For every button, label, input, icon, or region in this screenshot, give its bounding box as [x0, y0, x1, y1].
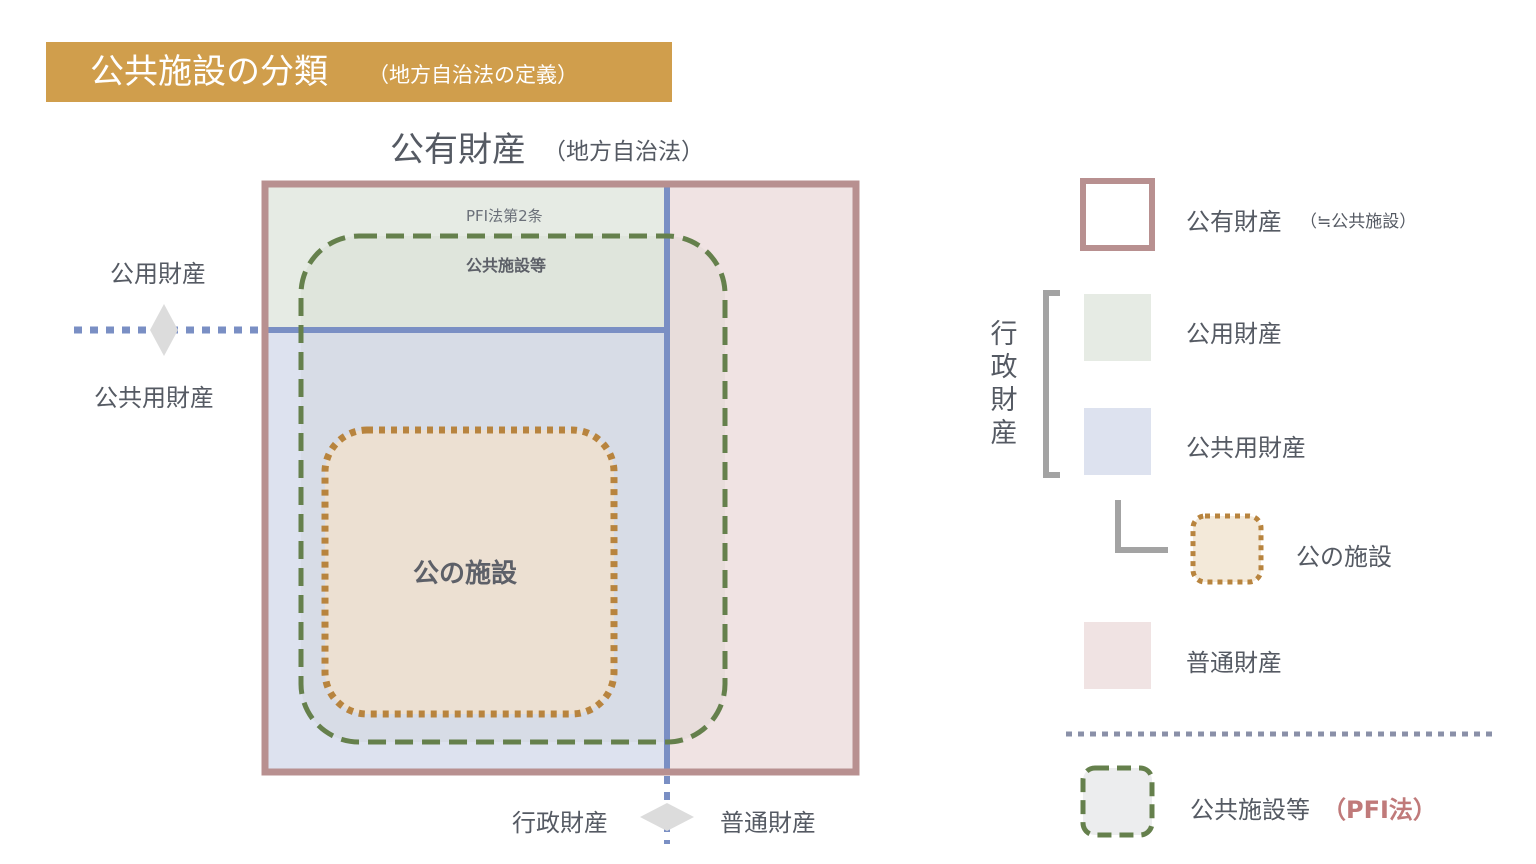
legend-general-property-label: 普通財産 [1186, 649, 1282, 677]
legend-public-property-note: （≒公共施設） [1300, 212, 1417, 232]
page-subtitle: （地方自治法の定義） [368, 63, 578, 87]
legend-connector [1115, 500, 1168, 553]
public-institution-area [321, 426, 618, 718]
legend-administrative-group-label: 行政財産 [990, 319, 1018, 449]
bottom-diamond-marker [640, 803, 694, 831]
public-facilities-label: 公共施設等 [466, 256, 547, 275]
bottom-administrative-label: 行政財産 [512, 809, 608, 837]
legend-public-institution-label: 公の施設 [1296, 543, 1392, 571]
legend-pfi-facilities-swatch [1080, 765, 1155, 838]
legend-pfi-law-label: （PFI法） [1322, 796, 1437, 824]
left-public-use-label: 公共用財産 [94, 384, 214, 412]
public-institution-label: 公の施設 [413, 559, 518, 589]
pfi-article-label: PFI法第2条 [466, 207, 543, 225]
legend-public-use-label: 公共用財産 [1186, 434, 1306, 462]
legend-official-use-swatch [1084, 294, 1151, 361]
legend-public-use-swatch [1084, 408, 1151, 475]
legend-public-institution-swatch [1190, 513, 1264, 585]
left-diamond-marker [150, 304, 178, 356]
official-use-region [265, 184, 667, 330]
public-facilities-outline [298, 233, 728, 745]
legend-general-property-swatch [1084, 622, 1151, 689]
page-title: 公共施設の分類 [90, 52, 328, 92]
general-property-region [667, 184, 856, 772]
public-property-border [261, 180, 860, 776]
diagram-heading: 公有財産 [390, 130, 526, 170]
legend-public-property-label: 公有財産 [1186, 208, 1282, 236]
bottom-general-label: 普通財産 [720, 809, 816, 837]
legend-official-use-label: 公用財産 [1186, 320, 1282, 348]
legend-group-bracket [1043, 290, 1060, 478]
legend-pfi-facilities-label: 公共施設等 [1190, 796, 1310, 824]
left-official-use-label: 公用財産 [110, 260, 206, 288]
title-bar [46, 42, 672, 102]
legend-public-property-swatch [1080, 178, 1155, 251]
diagram-heading-sub: （地方自治法） [543, 139, 704, 165]
